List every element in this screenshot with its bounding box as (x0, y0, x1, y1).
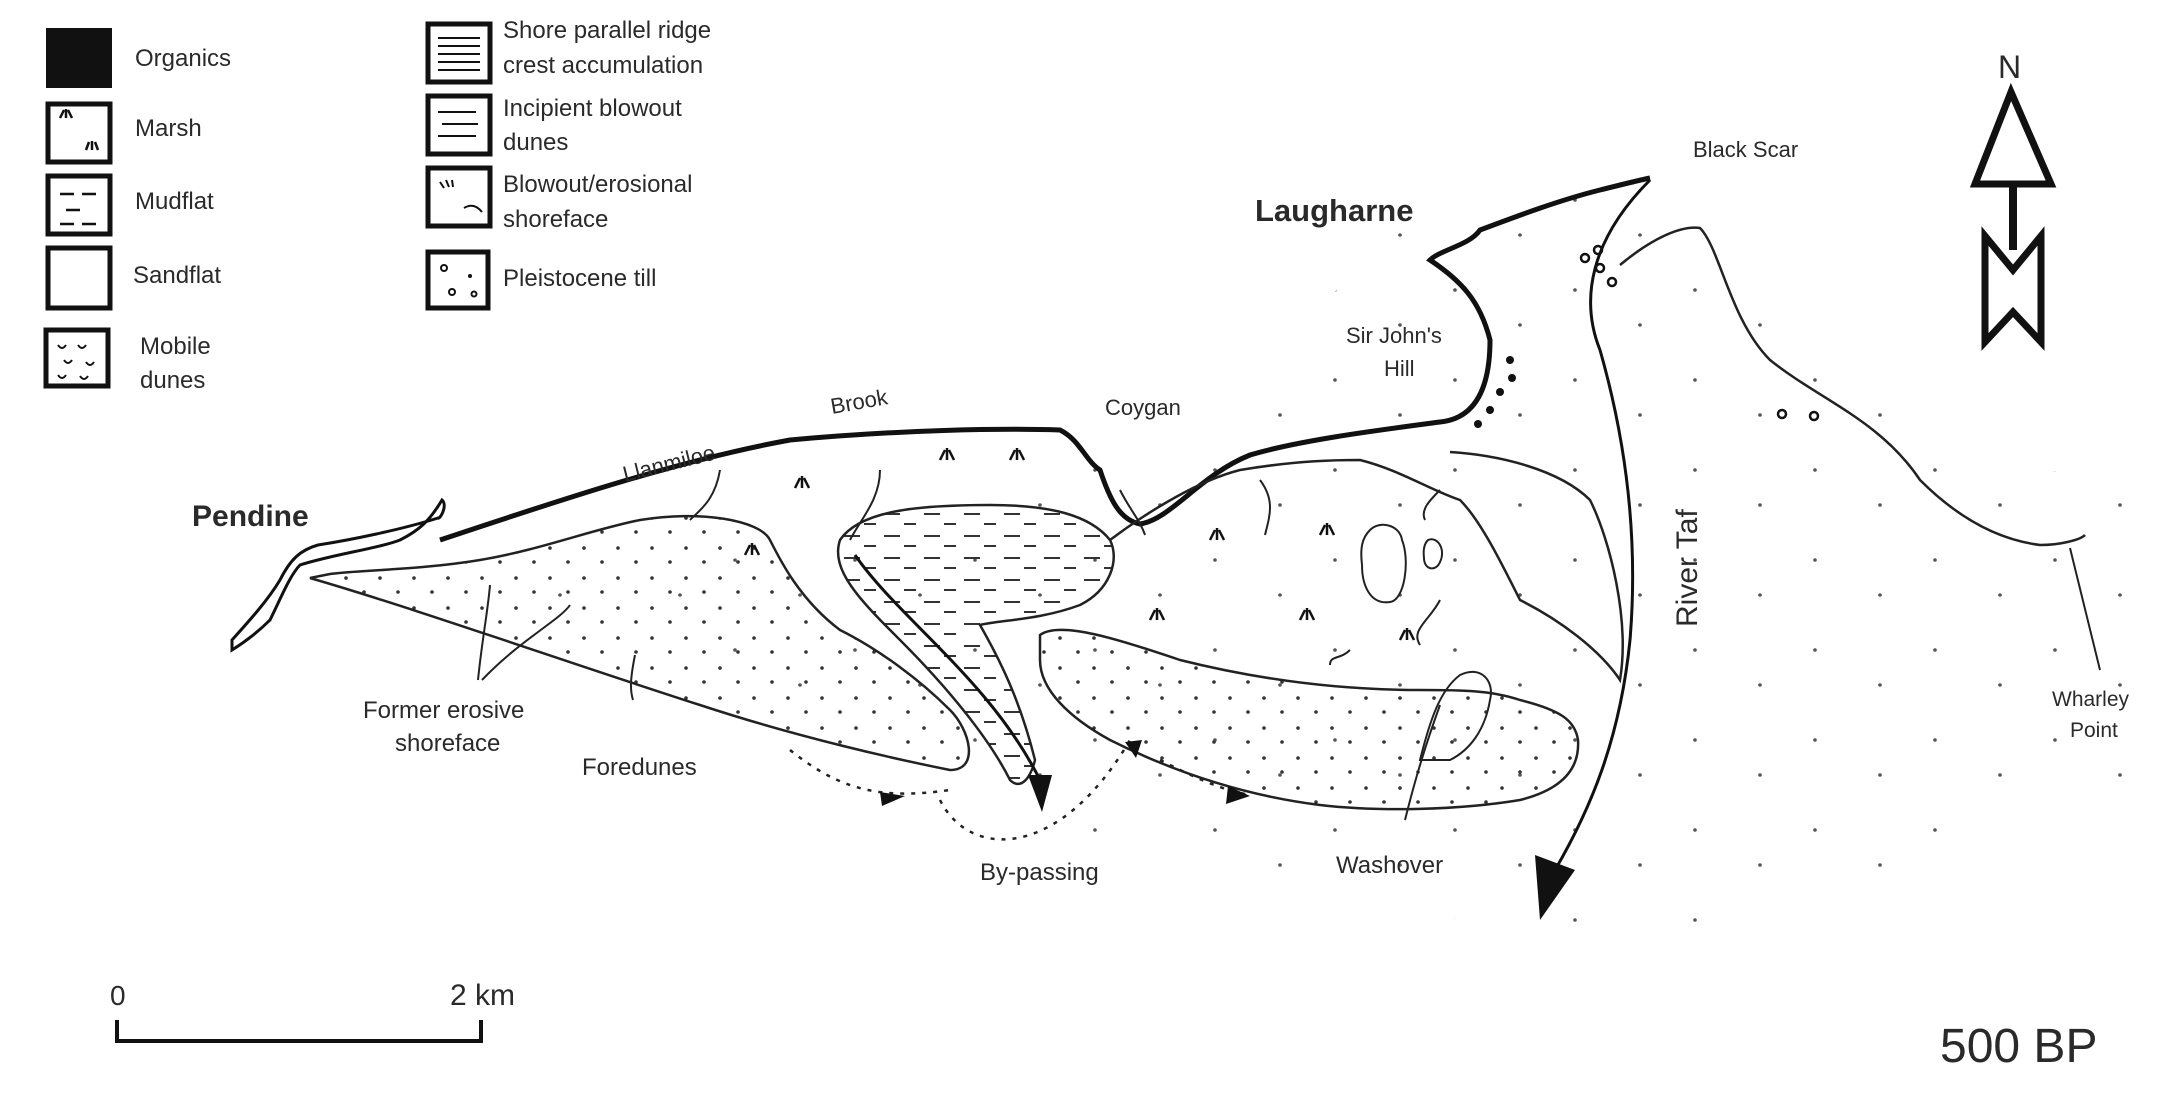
pendine-headland (230, 497, 446, 653)
annotation-bypassing: By-passing (980, 859, 1099, 886)
central-channel-arrow (853, 554, 1042, 781)
marsh-swatch (45, 101, 113, 165)
legend-label: Incipient blowout (503, 95, 682, 122)
legend-label: Marsh (135, 115, 202, 142)
legend-label: Blowout/erosional (503, 171, 692, 198)
legend-label: Mobile (140, 333, 211, 360)
till-deposits (1579, 244, 1820, 422)
legend-label: crest accumulation (503, 52, 703, 79)
sea-sandflat-area (320, 190, 2140, 940)
annotation-washover: Washover (1336, 852, 1443, 879)
scale-end-label: 2 km (450, 979, 515, 1012)
legend: Organics Marsh Mudflat Sandflat Mobile d… (43, 17, 711, 394)
coastline-map (230, 175, 2140, 940)
place-label-black-scar: Black Scar (1693, 137, 1798, 162)
river-taf-arrowhead (1535, 855, 1575, 920)
creek (689, 469, 1441, 666)
central-mudflat (836, 503, 1115, 786)
mobile-dunes-swatch (43, 327, 111, 389)
legend-item-mobile-dunes: Mobile dunes (43, 327, 211, 394)
legend-label: Organics (135, 45, 231, 72)
place-label-coygan: Coygan (1105, 395, 1181, 420)
legend-item-ridge-crest: Shore parallel ridge crest accumulation (425, 17, 711, 85)
north-arrow-icon: N (1969, 49, 2057, 351)
leader-line (477, 489, 1441, 821)
east-bank-coastline (1619, 226, 2086, 547)
legend-label: shoreface (503, 206, 608, 233)
place-label-pendine: Pendine (192, 500, 309, 533)
washover-lobe (1418, 670, 1492, 761)
legend-label: Sandflat (133, 262, 221, 289)
marsh-island (1360, 523, 1407, 604)
marsh-symbols (743, 448, 1416, 641)
period-label: 500 BP (1940, 1020, 2097, 1073)
place-label-sir-johns-hill: Hill (1384, 356, 1415, 381)
legend-item-organics: Organics (46, 28, 231, 88)
legend-item-erosional-shoreface: Blowout/erosional shoreface (425, 165, 692, 233)
legend-label: dunes (140, 367, 205, 394)
place-label-wharley-point: Wharley (2052, 688, 2130, 711)
place-label-sir-johns-hill: Sir John's (1346, 323, 1442, 348)
place-label-river-taf: River Taf (1671, 509, 1704, 627)
legend-item-mudflat: Mudflat (45, 173, 214, 237)
place-label-laugharne: Laugharne (1255, 193, 1413, 228)
till-deposits-hill (1474, 356, 1516, 428)
legend-item-sandflat: Sandflat (45, 245, 221, 311)
legend-item-marsh: Marsh (45, 101, 202, 165)
legend-label: dunes (503, 129, 568, 156)
place-label-brook: Brook (829, 384, 891, 419)
barrier-spit-west (309, 514, 970, 772)
annotation-foredunes: Foredunes (582, 754, 697, 781)
till-swatch (425, 249, 491, 311)
legend-label: Pleistocene till (503, 265, 656, 292)
marsh-island (1422, 538, 1444, 570)
legend-item-blowout-dunes: Incipient blowout dunes (425, 93, 682, 157)
river-taf-channel (1553, 178, 1652, 871)
wharley-leader (2069, 547, 2101, 671)
organics-swatch (46, 28, 112, 88)
bypassing-path (789, 739, 1132, 841)
north-letter: N (1998, 49, 2021, 85)
central-channel-arrowhead (1028, 775, 1052, 812)
legend-item-till: Pleistocene till (425, 249, 656, 311)
mudflat-swatch (45, 173, 113, 237)
marsh-area (1109, 450, 1624, 684)
place-label-llanmiloe: Llanmiloe (620, 440, 717, 487)
place-label-wharley-point: Point (2070, 719, 2118, 742)
erosional-shoreface-swatch (425, 165, 493, 229)
scale-start-label: 0 (110, 980, 126, 1011)
barrier-spit-east (1038, 628, 1580, 811)
annotation-former-shoreface: shoreface (395, 730, 500, 757)
legend-label: Mudflat (135, 188, 214, 215)
legend-label: Shore parallel ridge (503, 17, 711, 44)
annotation-former-shoreface: Former erosive (363, 697, 524, 724)
mainland-coastline (439, 175, 1651, 543)
scale-bar: 0 2 km (110, 979, 515, 1043)
sandflat-swatch (45, 245, 113, 311)
